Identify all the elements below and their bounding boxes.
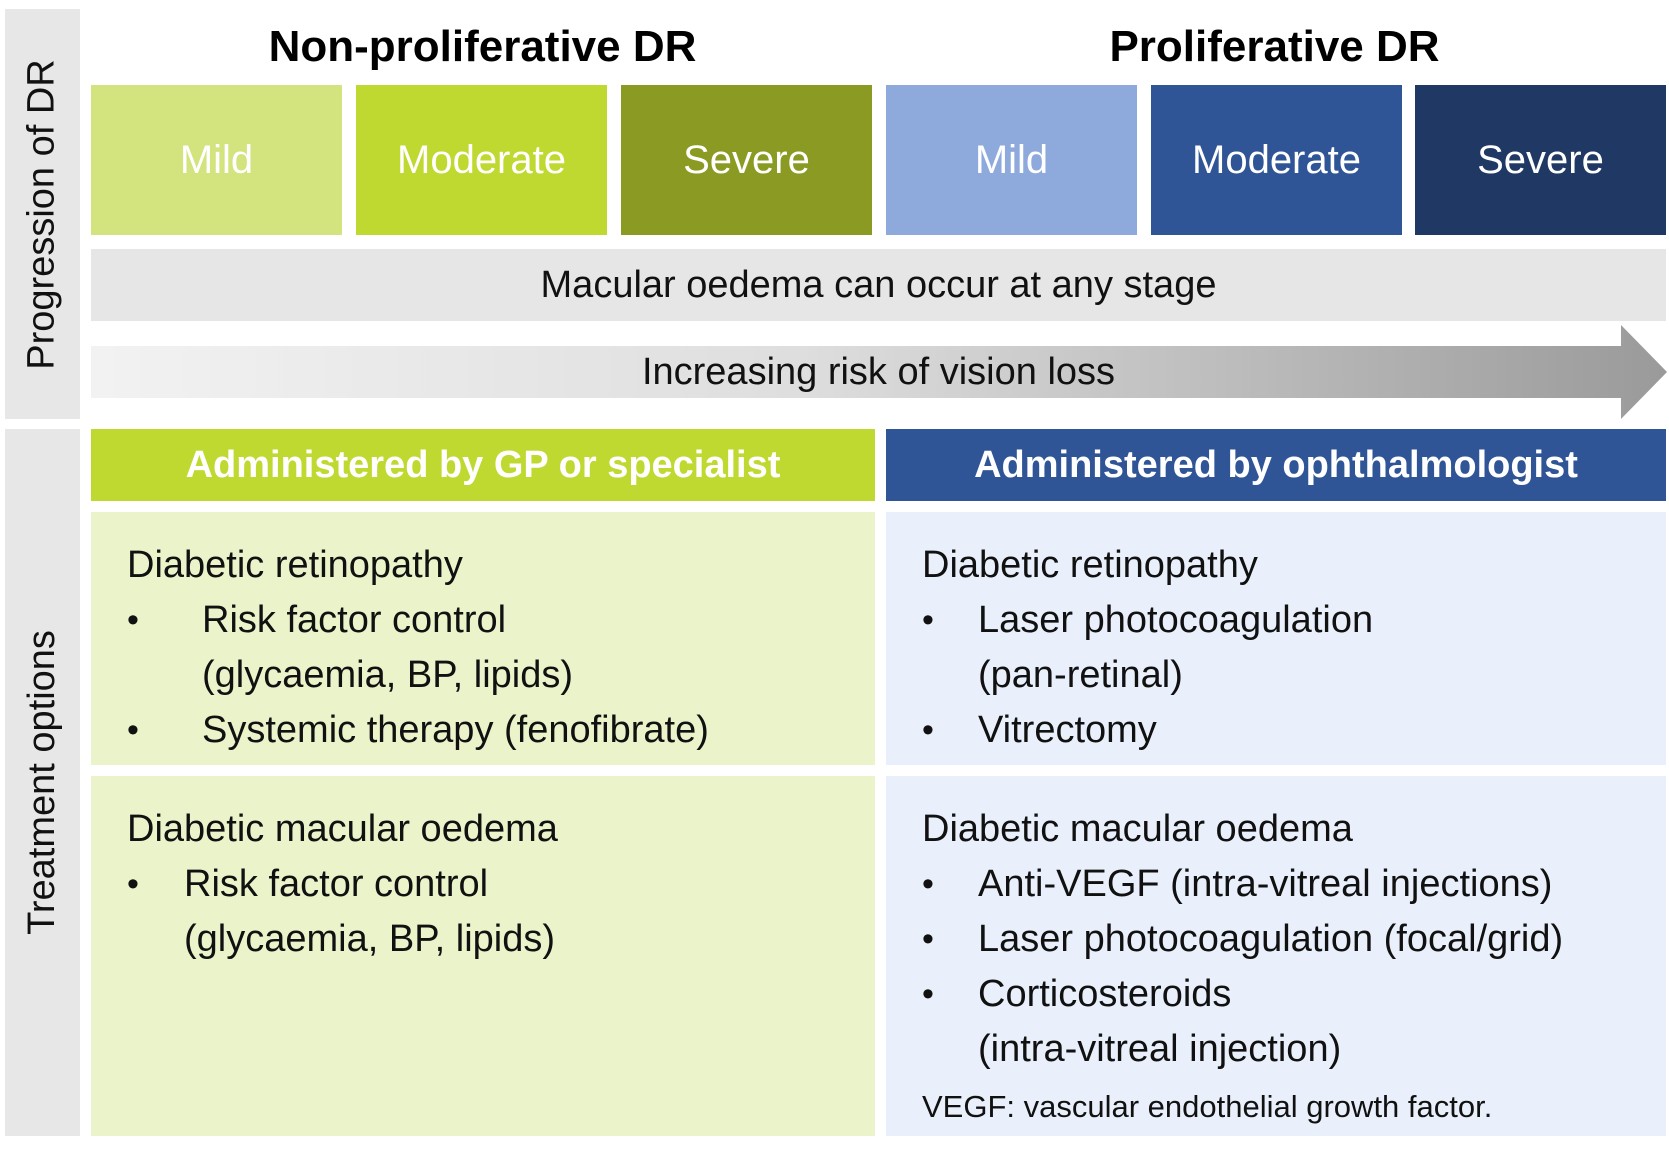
bullet-icon: • bbox=[127, 601, 139, 639]
stage-label: Moderate bbox=[1192, 137, 1361, 182]
oedema-note-bar: Macular oedema can occur at any stage bbox=[91, 249, 1666, 321]
progression-label: Progression of DR bbox=[21, 58, 63, 370]
list-item: • Laser photocoagulation (pan-retinal) bbox=[922, 593, 1666, 703]
panel-title: Diabetic macular oedema bbox=[127, 808, 558, 850]
stage-label: Severe bbox=[1477, 137, 1604, 182]
item-line: Risk factor control bbox=[184, 863, 489, 905]
bullet-icon: • bbox=[922, 975, 934, 1013]
treatment-sidebar: Treatment options bbox=[5, 429, 80, 1136]
item-line: Risk factor control bbox=[202, 599, 507, 641]
risk-arrow-label: Increasing risk of vision loss bbox=[641, 350, 1116, 393]
list-item: • Vitrectomy bbox=[922, 703, 1666, 758]
stage-pdr-mild: Mild bbox=[886, 85, 1137, 235]
stage-pdr-moderate: Moderate bbox=[1151, 85, 1402, 235]
item-line: Laser photocoagulation bbox=[978, 599, 1374, 641]
treatment-label: Treatment options bbox=[21, 630, 64, 935]
stage-label: Mild bbox=[179, 137, 254, 182]
item-line: (intra-vitreal injection) bbox=[978, 1028, 1342, 1070]
stage-label: Moderate bbox=[397, 137, 566, 182]
bullet-icon: • bbox=[127, 711, 139, 749]
ophth-dme-panel: Diabetic macular oedema • Anti-VEGF (int… bbox=[886, 776, 1666, 1136]
ophthalmologist-header: Administered by ophthalmologist bbox=[886, 429, 1666, 501]
stage-label: Severe bbox=[683, 137, 810, 182]
proliferative-header: Proliferative DR bbox=[1109, 22, 1440, 71]
panel-title: Diabetic macular oedema bbox=[922, 808, 1353, 850]
vegf-footnote: VEGF: vascular endothelial growth factor… bbox=[922, 1089, 1493, 1124]
item-line: (glycaemia, BP, lipids) bbox=[202, 654, 574, 696]
bullet-icon: • bbox=[922, 865, 934, 903]
list-item: • Anti-VEGF (intra-vitreal injections) bbox=[922, 857, 1666, 912]
list-item: • Corticosteroids (intra-vitreal injecti… bbox=[922, 967, 1666, 1077]
stage-npdr-severe: Severe bbox=[621, 85, 872, 235]
item-line: (pan-retinal) bbox=[978, 654, 1183, 696]
list-item: • Risk factor control (glycaemia, BP, li… bbox=[127, 857, 875, 967]
item-line: Corticosteroids bbox=[978, 973, 1232, 1015]
bullet-icon: • bbox=[922, 711, 934, 749]
item-line: Laser photocoagulation (focal/grid) bbox=[978, 918, 1564, 960]
gp-header: Administered by GP or specialist bbox=[91, 429, 875, 501]
ophth-dr-panel: Diabetic retinopathy • Laser photocoagul… bbox=[886, 512, 1666, 765]
list-item: • Systemic therapy (fenofibrate) bbox=[127, 703, 875, 758]
risk-arrow-icon bbox=[91, 325, 1667, 419]
stage-pdr-severe: Severe bbox=[1415, 85, 1666, 235]
list-item: • Risk factor control (glycaemia, BP, li… bbox=[127, 593, 875, 703]
stage-npdr-mild: Mild bbox=[91, 85, 342, 235]
item-line: (glycaemia, BP, lipids) bbox=[184, 918, 556, 960]
non-proliferative-header: Non-proliferative DR bbox=[268, 22, 697, 71]
gp-dme-panel: Diabetic macular oedema • Risk factor co… bbox=[91, 776, 875, 1136]
item-line: Anti-VEGF (intra-vitreal injections) bbox=[978, 863, 1553, 905]
item-line: Systemic therapy (fenofibrate) bbox=[202, 709, 709, 751]
bullet-icon: • bbox=[922, 601, 934, 639]
gp-dr-panel: Diabetic retinopathy • Risk factor contr… bbox=[91, 512, 875, 765]
bullet-icon: • bbox=[922, 920, 934, 958]
panel-title: Diabetic retinopathy bbox=[922, 544, 1258, 586]
list-item: • Laser photocoagulation (focal/grid) bbox=[922, 912, 1666, 967]
progression-sidebar: Progression of DR bbox=[5, 9, 80, 419]
bullet-icon: • bbox=[127, 865, 139, 903]
panel-title: Diabetic retinopathy bbox=[127, 544, 463, 586]
stage-label: Mild bbox=[974, 137, 1049, 182]
item-line: Vitrectomy bbox=[978, 709, 1157, 751]
stage-npdr-moderate: Moderate bbox=[356, 85, 607, 235]
